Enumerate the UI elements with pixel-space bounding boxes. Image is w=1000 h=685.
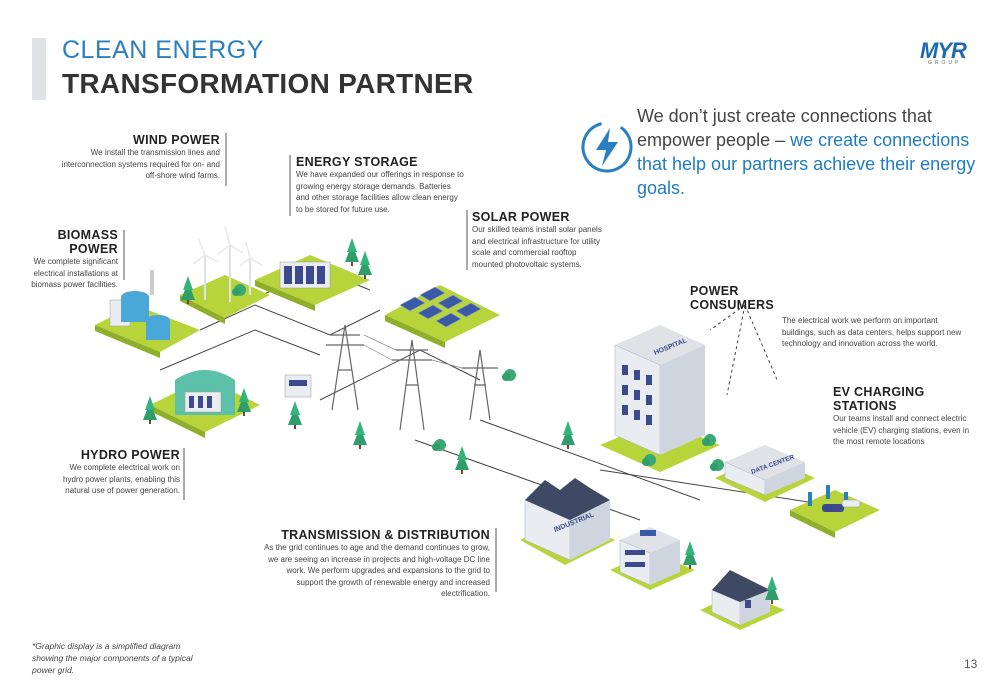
hospital-building: HOSPITAL: [600, 325, 720, 472]
solar-power-title: SOLAR POWER: [472, 210, 570, 224]
power-consumers-title: POWER CONSUMERS: [690, 284, 774, 312]
office-building: [610, 527, 697, 590]
power-consumers-desc: The electrical work we perform on import…: [782, 316, 962, 348]
page-title-line2: TRANSFORMATION PARTNER: [62, 68, 474, 99]
consumer-arrows: [709, 304, 779, 396]
title-accent-bar: [32, 38, 46, 100]
solar-power-section: SOLAR POWER Our skilled teams install so…: [472, 210, 602, 270]
quote-plain-text: We don’t just create connections that em…: [637, 106, 932, 150]
logo-text: MYR: [920, 38, 967, 63]
transmission-desc: As the grid continues to age and the dem…: [264, 543, 490, 598]
transmission-title: TRANSMISSION & DISTRIBUTION: [281, 528, 490, 542]
hydro-power-title: HYDRO POWER: [80, 448, 180, 462]
label-leader-lines: [123, 133, 497, 592]
energy-storage-title: ENERGY STORAGE: [296, 155, 418, 169]
ev-charging-section: EV CHARGING STATIONS Our teams install a…: [833, 385, 973, 448]
ev-charging-desc: Our teams install and connect electric v…: [833, 414, 970, 446]
hydro-power-desc: We complete electrical work on hydro pow…: [63, 463, 180, 495]
wind-power-section: WIND POWER We install the transmission l…: [60, 133, 220, 182]
wind-farm: [180, 225, 270, 324]
quote-highlight-text: we create connections that help our part…: [637, 130, 976, 198]
hydro-power-section: HYDRO POWER We complete electrical work …: [50, 448, 180, 497]
transmission-towers: [326, 324, 498, 431]
power-consumers-title-block: POWER CONSUMERS: [690, 284, 810, 312]
ev-charging-title: EV CHARGING STATIONS: [833, 385, 925, 413]
house: [700, 570, 785, 630]
myr-group-logo: MYR GROUP: [920, 38, 976, 66]
power-consumers-desc-block: The electrical work we perform on import…: [782, 315, 962, 350]
mission-quote: We don’t just create connections that em…: [637, 104, 977, 200]
solar-power-desc: Our skilled teams install solar panels a…: [472, 225, 602, 269]
biomass-power-section: BIOMASS POWER We complete significant el…: [20, 228, 118, 291]
biomass-power-title: BIOMASS POWER: [57, 228, 118, 256]
energy-storage-desc: We have expanded our offerings in respon…: [296, 170, 464, 214]
page-number: 13: [964, 657, 978, 671]
wind-power-desc: We install the transmission lines and in…: [61, 148, 220, 180]
industrial-building: INDUSTRIAL: [520, 478, 615, 565]
logo-subtext: GROUP: [928, 60, 962, 66]
wind-power-title: WIND POWER: [132, 133, 220, 147]
solar-farm: [385, 285, 500, 348]
ev-charging-station: [790, 485, 880, 538]
data-center-building: DATA CENTER: [710, 445, 815, 502]
biomass-power-desc: We complete significant electrical insta…: [31, 257, 118, 289]
footnote: *Graphic display is a simplified diagram…: [32, 641, 193, 675]
hydro-plant: [143, 370, 260, 438]
transmission-section: TRANSMISSION & DISTRIBUTION As the grid …: [258, 528, 490, 600]
substation: [284, 374, 312, 398]
page-title-line1: CLEAN ENERGY: [62, 36, 264, 64]
lightning-bolt-icon: [581, 121, 633, 173]
biomass-plant: [95, 270, 200, 358]
energy-storage-section: ENERGY STORAGE We have expanded our offe…: [296, 155, 464, 215]
energy-storage-facility: [255, 238, 372, 311]
